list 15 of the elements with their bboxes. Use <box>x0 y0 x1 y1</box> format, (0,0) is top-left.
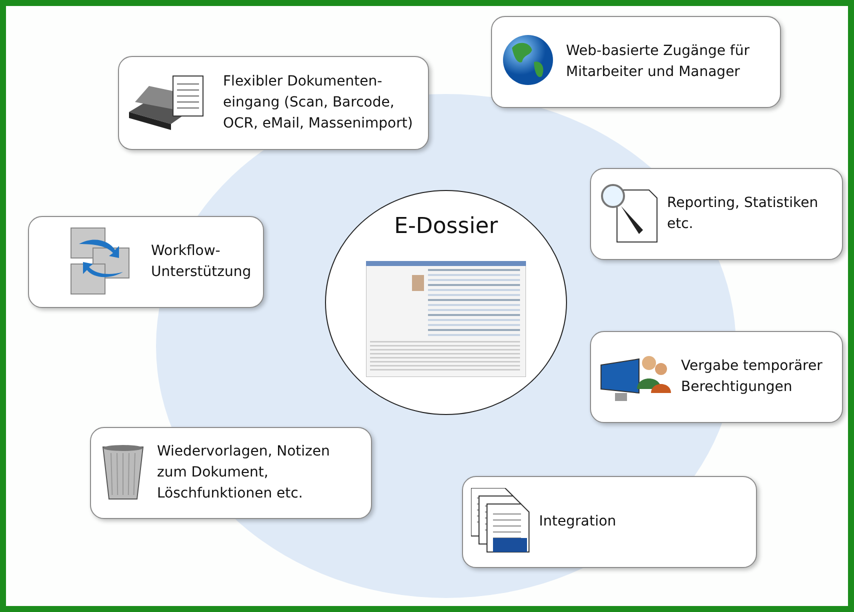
feature-card <box>590 331 843 423</box>
feature-text: Vergabe temporärer Berechtigungen <box>681 357 824 397</box>
feature-text: Integration <box>539 512 618 532</box>
feature-text: Wiedervorlagen, Notizen zum Dokument, Löschfunktionen etc. <box>157 442 331 504</box>
feature-text: Workflow-Unterstützung <box>151 242 252 282</box>
feature-card <box>491 16 781 108</box>
feature-card <box>462 476 757 568</box>
feature-text: Web-basierte Zugänge für Mitarbeiter und Manager <box>566 42 750 82</box>
feature-card <box>118 56 429 150</box>
feature-text: Reporting, Statistiken etc. <box>667 194 820 234</box>
title-text: E-Dossier <box>393 213 499 241</box>
feature-text: Flexibler Dokumenten-eingang (Scan, Barcode, OCR, eMail, Massenimport) <box>223 72 414 134</box>
feature-card <box>28 216 264 308</box>
feature-card <box>590 168 843 260</box>
feature-card <box>90 427 372 519</box>
